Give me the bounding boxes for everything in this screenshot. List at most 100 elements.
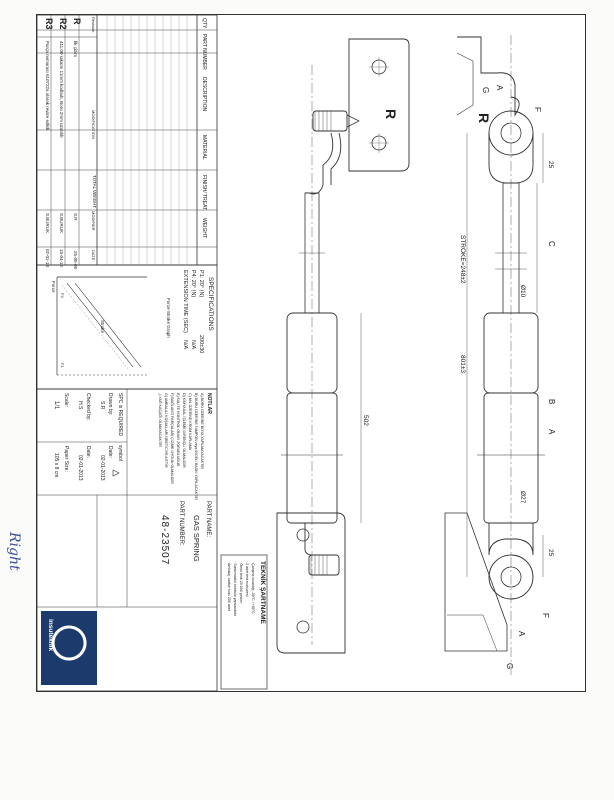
spc-triangle-icon [112, 469, 120, 477]
checked-by-value: H.S [77, 401, 83, 410]
note-line-8: -) YAĞ KAÇAĞI OLMAYACAKTIR [158, 393, 163, 447]
callout-g-bottom: G [505, 663, 514, 669]
spec-p1-value: 200±30 [198, 335, 204, 353]
graph-force-label: Force [51, 281, 56, 293]
graph-stroke-label: Stroke [100, 320, 105, 334]
spec-title: SPECIFICATIONS [207, 277, 214, 331]
callout-c: C [547, 241, 556, 247]
teknik-sartname-box: TEKNİK ŞARTNAME · Çalışma sıcaklığı -30°… [220, 554, 268, 690]
teknik-line-4: · Sızdırmazlık kontrolü yapılacaktır [233, 561, 237, 617]
notes-title: NOTLAR [206, 393, 212, 414]
rev-2-mod: 411.00 rakamı 11mm kodladı, Boru 2mm uza… [59, 41, 64, 138]
drawn-by-value: S.R [99, 401, 105, 410]
checked-date-value: 02-01-2013 [77, 455, 83, 481]
col-qty: QTY [201, 18, 207, 29]
view-r-fork: R [476, 113, 492, 123]
note-line-3: C) MİL ÜZERİNE KROM KAPLAMA [188, 393, 193, 451]
teknik-line-2: · 2 adet test numunesi [245, 561, 249, 597]
rev-3-by: S.BURUK [45, 213, 50, 233]
teknik-line-1: · Çalışma sıcaklığı -30°C / +80°C [251, 561, 255, 614]
drawn-date-value: 02-01-2013 [99, 455, 105, 481]
graph-fa: F4 [60, 293, 65, 298]
col-finish: FINISH/ TREAT. [201, 175, 207, 211]
spc-label: SPC is REQUIRED [117, 393, 123, 436]
rev-3-code: R3 [44, 18, 54, 30]
part-number-value: 48-23507 [159, 515, 170, 565]
callout-letters: G A F C B A F A G [481, 85, 556, 669]
margin-note-text: Right [6, 531, 22, 571]
note-line-7: G) AMBALAJ KOŞULLARI ÜRETİCİYE AİTTİR [164, 393, 169, 468]
callout-a-mid: A [547, 429, 556, 435]
note-line-2: B) BORU ÜZERİNE TAMPON veya İNCELİ BASKI… [194, 393, 199, 500]
graph-caption: Force-Stroke Graph [166, 298, 171, 338]
spec-p4-value: N/A [190, 340, 196, 350]
rev-header-modifier: MODIFIER [91, 211, 96, 231]
drawn-by-label: Drawn by: [107, 393, 113, 416]
dim-length: 801±3 [459, 355, 466, 373]
gas-spring-drawing [276, 35, 545, 675]
rev-header-date: DATE [91, 250, 96, 261]
dim-fork-bottom: 25 [547, 549, 554, 557]
rev-3-mod: Parça numarası 610722a olarak revize edi… [45, 41, 50, 130]
col-material: MATERIAL [201, 135, 207, 160]
callout-g-top: G [481, 87, 490, 93]
rev-header-mod: MODIFICATION [91, 110, 96, 139]
view-r-bracket: R [383, 109, 399, 119]
spec-ext-value: N/A [182, 340, 188, 350]
checked-by-label: Checked by: [85, 393, 91, 421]
teknik-title: TEKNİK ŞARTNAME [259, 561, 267, 624]
dimension-labels: STROKE=248±2 801±3 502 Ø10 Ø27 25 25 R R [362, 109, 554, 557]
rev-1-code: R [72, 18, 82, 25]
paper-size-label: Paper Size: [63, 446, 69, 472]
drawn-date-label: Date: [107, 446, 113, 458]
dim-stroke: STROKE=248±2 [459, 235, 466, 284]
part-name-value: GAS SPRING [192, 515, 201, 562]
callout-f-bottom: F [541, 613, 550, 618]
callout-a-bottom: A [517, 631, 526, 637]
dim-fork-top: 25 [547, 161, 554, 169]
paper-size-value: 105 x 8 cm [53, 453, 59, 477]
drawing-sheet: QTY PART NUMBER DESCRIPTION MATERIAL FIN… [36, 14, 586, 692]
note-line-5: E) KALİTE KONTROL ONAYI ZORUNLUDUR [176, 393, 181, 467]
scale-label: Scale: [63, 393, 69, 407]
scale-value: 1/1 [53, 401, 59, 410]
dim-rod-dia: Ø10 [519, 285, 526, 298]
part-name-label: PART NAME: [205, 501, 211, 537]
dim-tube-dia: Ø27 [519, 491, 526, 504]
title-block: NOTLAR A) BORU ÜZERİNE BOYA YAPILMAYACAK… [36, 388, 218, 692]
note-line-1: A) BORU ÜZERİNE BOYA YAPILMAYACAKTIR [200, 393, 205, 469]
rev-2-code: R2 [58, 18, 68, 30]
spc-symbol-label: symbol [117, 445, 123, 461]
specifications-block: SPECIFICATIONS P1: 20° (N) 200±30 P4: 20… [36, 264, 218, 390]
callout-b: B [547, 399, 556, 404]
company-logo: insutekni̇k [41, 611, 97, 685]
col-weight: WEIGHT [201, 218, 207, 238]
rev-3-date: 02-01-13 [45, 249, 50, 268]
rev-1-mod: İlk çizim [73, 41, 79, 57]
force-stroke-graph: Force Stroke F4 F1 [51, 276, 147, 376]
rev-header-rev: Revision [91, 17, 96, 32]
teknik-line-5: · Ambalaj: karton kutu 200 adet [227, 561, 231, 611]
col-description: DESCRIPTION [201, 77, 207, 112]
note-line-4: D) KİMYASAL İŞLEME DİRENÇLİ OLMALIDIR [182, 393, 187, 468]
callout-a-top: A [495, 85, 504, 91]
spec-ext-label: EXTENSION TIME (SEC) [182, 270, 188, 333]
revision-table: Revision MODIFICATION MODIFIER DATE R İl… [37, 15, 97, 270]
callout-f-top: F [533, 107, 542, 112]
part-number-label: PART NUMBER: [178, 501, 184, 546]
note-line-6: F) BAĞLANTI PARÇALARI ÇİZİME UYGUN OLMAL… [170, 393, 175, 484]
rev-1-by: S.R [73, 213, 78, 221]
rev-1-date: 25-05-09 [73, 251, 78, 270]
parts-table: QTY PART NUMBER DESCRIPTION MATERIAL FIN… [36, 14, 218, 266]
graph-fb: F1 [60, 363, 65, 368]
company-name: insutekni̇k [47, 619, 55, 652]
drawing-canvas: QTY PART NUMBER DESCRIPTION MATERIAL FIN… [36, 14, 556, 692]
dim-body: 502 [362, 415, 369, 426]
spec-p4-label: P4: 20° (N) [190, 270, 196, 297]
checked-date-label: Date: [85, 446, 91, 458]
spec-p1-label: P1: 20° (N) [198, 270, 204, 297]
teknik-line-3: · Ömür testi 20.000 çevrim [239, 561, 243, 603]
handwritten-margin-note: Right [6, 531, 22, 571]
rev-2-date: 15-04-12 [59, 249, 64, 268]
